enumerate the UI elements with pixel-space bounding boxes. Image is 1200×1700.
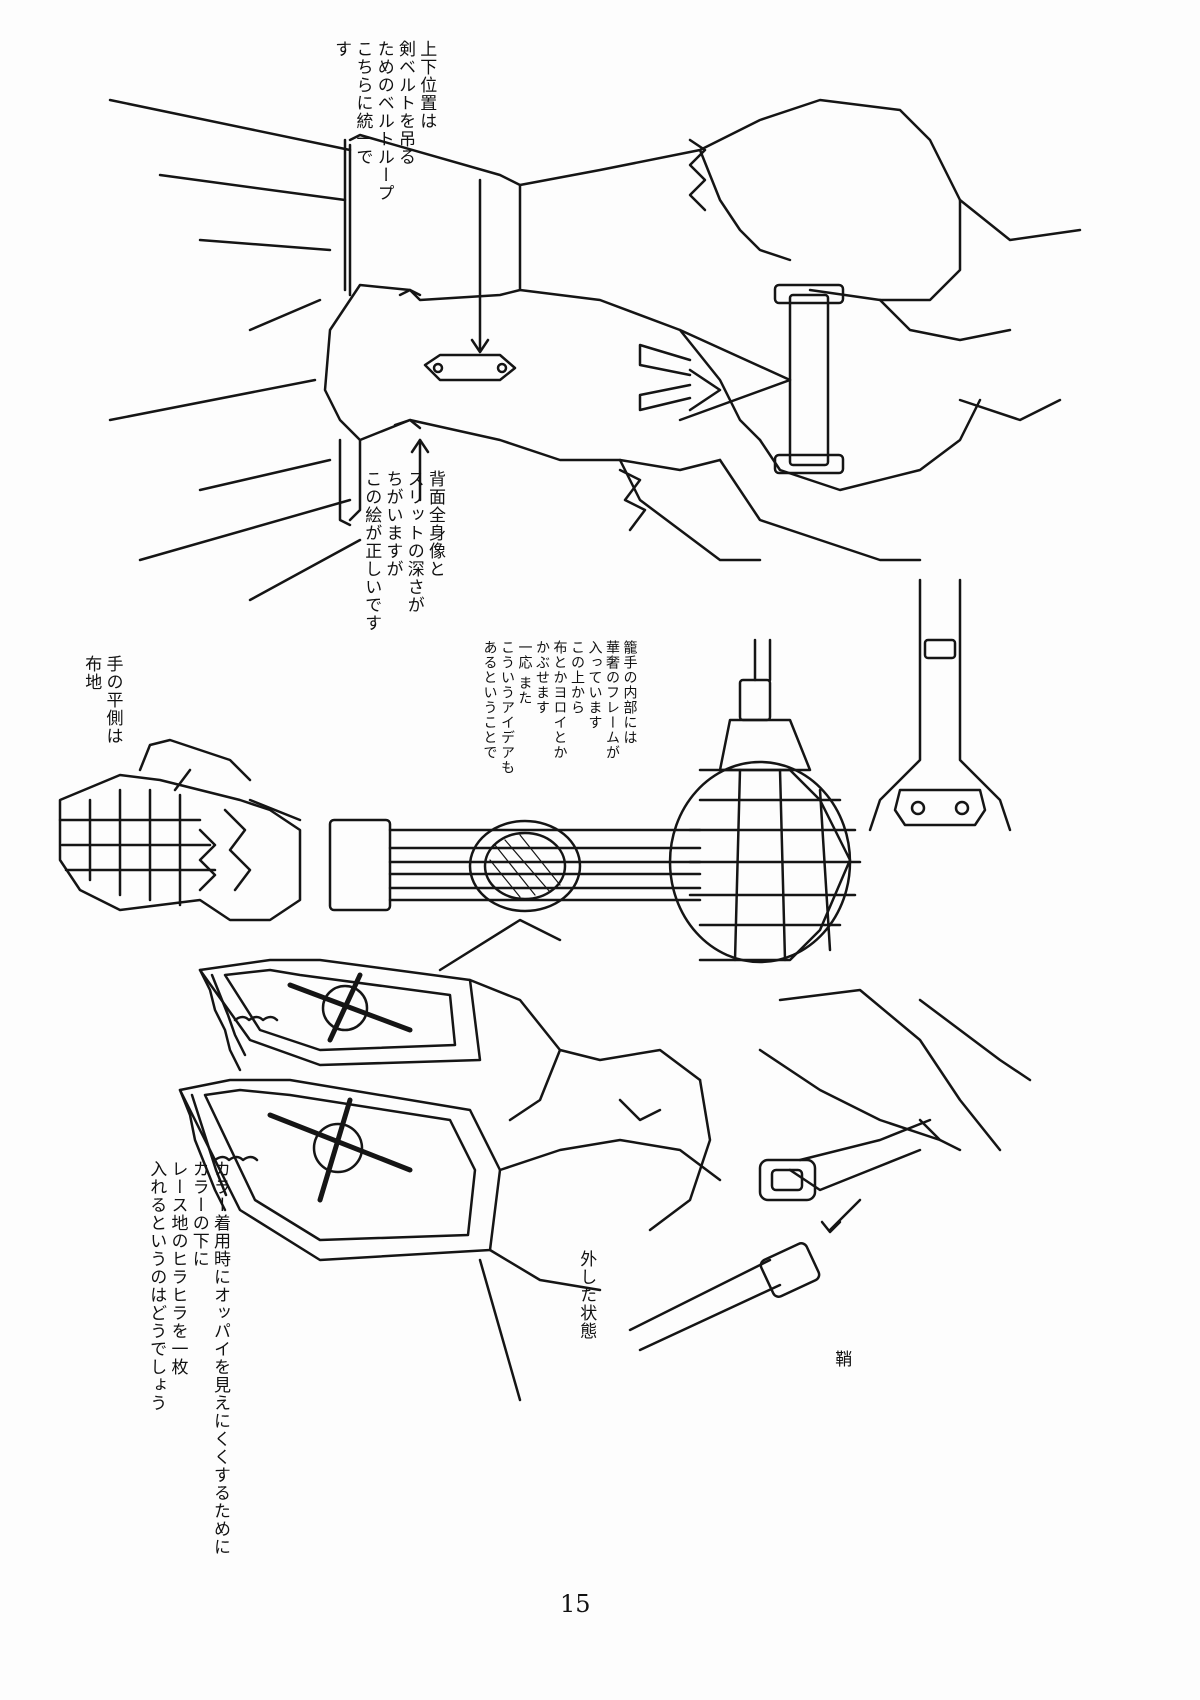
note-back-slit: 背面全身像と スリットの深さが ちがいますが この絵が正しいです	[361, 470, 445, 632]
note-palm-side: 手の平側は 布地	[81, 655, 123, 745]
strap-detail	[628, 988, 1032, 1352]
gauntlet-sketch	[328, 638, 862, 964]
note-removed-state: 外した状態	[576, 1250, 597, 1340]
collar-sketch	[178, 918, 722, 1402]
note-sheath: 鞘	[831, 1350, 852, 1368]
skirt-sketch	[108, 98, 1082, 602]
buckle-detail	[868, 578, 1012, 832]
note-collar: カラー着用時にオッパイを見えにくくするために カラーの下に レース地のヒラヒラを…	[146, 1160, 230, 1556]
note-gauntlet-frame: 籠手の内部には 華奢のフレームが 入っています この上から 布とかヨロイとか か…	[481, 640, 638, 775]
page-number: 15	[560, 1590, 591, 1618]
note-sword-belt: 上下位置は 剣ベルトを吊る ためのベルトループ こちらに統一で す	[331, 40, 437, 202]
glove-sketch	[58, 738, 302, 922]
